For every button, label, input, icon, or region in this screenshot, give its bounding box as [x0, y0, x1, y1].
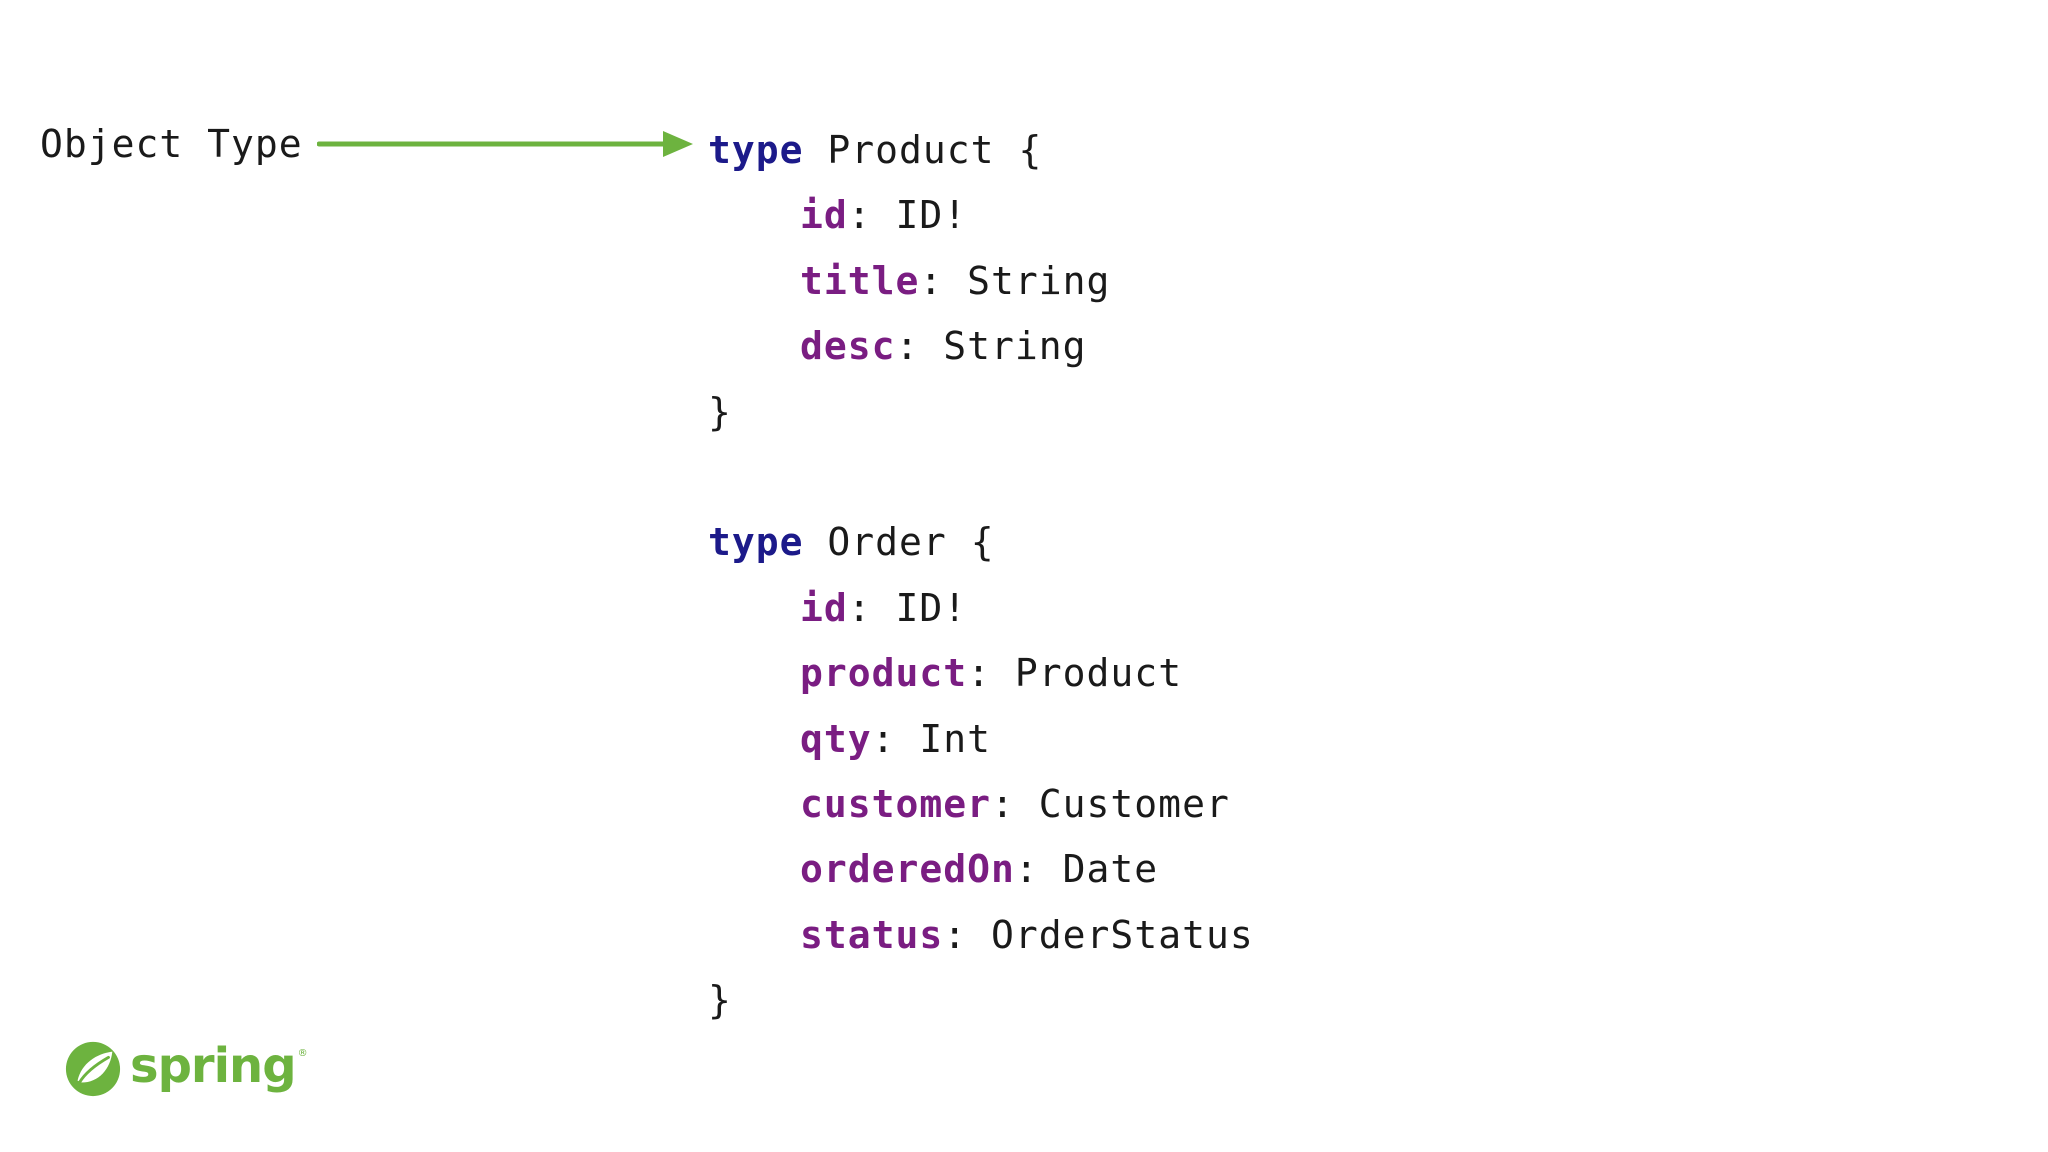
field-name: id — [800, 585, 848, 630]
field-type: ID! — [895, 585, 968, 630]
field-type: Product — [1014, 651, 1183, 696]
arrow-right-icon — [316, 131, 693, 157]
object-type-annotation: Object Type — [40, 122, 695, 166]
annotation-label: Object Type — [40, 122, 303, 166]
field-name: desc — [800, 324, 896, 369]
field-type: Date — [1062, 847, 1159, 892]
field-line: orderedOn: Date — [800, 847, 1159, 892]
registered-mark: ® — [297, 1047, 308, 1059]
spring-wordmark: spring — [130, 1038, 297, 1094]
field-name: id — [800, 193, 848, 238]
close-brace: } — [708, 978, 732, 1023]
spring-logo: spring® — [64, 1038, 308, 1098]
field-line: status: OrderStatus — [800, 912, 1254, 957]
close-brace: } — [708, 389, 732, 434]
field-line: id: ID! — [800, 585, 968, 630]
field-name: customer — [800, 781, 992, 826]
field-name: qty — [800, 716, 872, 761]
close-brace-line: } — [708, 968, 1254, 1033]
open-brace: { — [1018, 128, 1043, 172]
field-type: Int — [919, 716, 992, 761]
order-type-header: type Order { — [708, 510, 1254, 575]
field-line: qty: Int — [800, 716, 992, 761]
field-type: Customer — [1038, 781, 1230, 826]
field-line: id: ID! — [800, 193, 968, 238]
field-name: orderedOn — [800, 847, 1015, 892]
field-type: String — [967, 258, 1111, 303]
blank-line — [708, 445, 1254, 510]
open-brace: { — [970, 520, 995, 565]
field-line: product: Product — [800, 651, 1183, 696]
field-type: ID! — [895, 193, 968, 238]
field-type: String — [943, 324, 1087, 369]
field-line: customer: Customer — [800, 781, 1230, 826]
field-name: status — [800, 912, 944, 957]
field-line: desc: String — [800, 324, 1087, 369]
close-brace-line: } — [708, 380, 1254, 445]
field-type: OrderStatus — [991, 912, 1254, 957]
field-name: product — [800, 651, 968, 696]
type-keyword: type — [708, 520, 804, 565]
field-line: title: String — [800, 258, 1111, 303]
field-name: title — [800, 258, 920, 303]
type-keyword: type — [708, 128, 804, 172]
product-type-header: type Product { — [708, 118, 1254, 183]
type-name: Product — [827, 128, 995, 172]
graphql-schema-code: type Product { id: ID! title: String des… — [708, 118, 1254, 1033]
type-name: Order — [827, 520, 947, 565]
spring-leaf-icon — [65, 1041, 121, 1097]
